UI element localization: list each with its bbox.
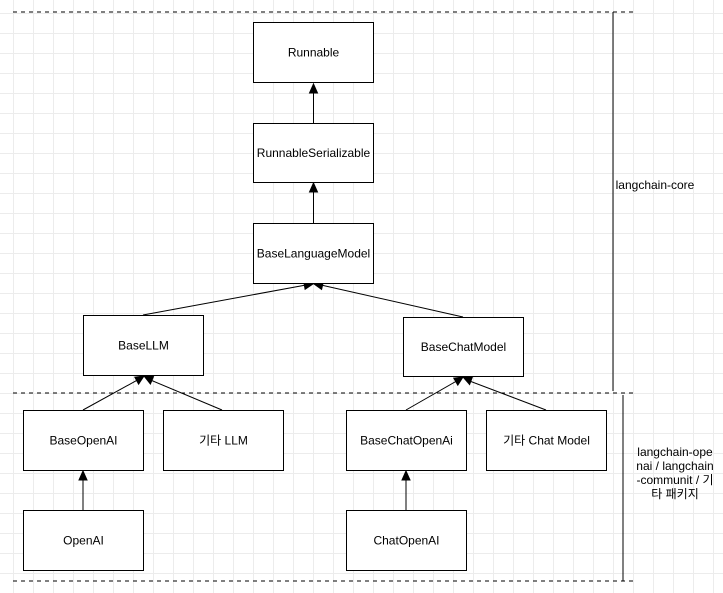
node-other-llm-label: 기타 LLM <box>199 434 248 448</box>
edge-openai-to-baseopenai <box>78 469 88 510</box>
node-base-chat-model-label: BaseChatModel <box>421 340 506 354</box>
node-base-llm: BaseLLM <box>83 315 204 376</box>
edge-basechatopenai-to-basechatmodel <box>405 376 464 411</box>
node-chat-openai: ChatOpenAI <box>346 510 467 571</box>
edge-baselanguagemodel-to-runnableserializable <box>308 181 319 223</box>
node-base-chat-openai-label: BaseChatOpenAi <box>360 434 453 448</box>
node-base-chat-model: BaseChatModel <box>403 317 524 377</box>
section-label-core: langchain-core <box>615 178 695 192</box>
node-runnable: Runnable <box>253 22 374 83</box>
edge-baseopenai-to-basellm <box>82 375 146 411</box>
node-base-language-model-label: BaseLanguageModel <box>257 247 370 261</box>
edge-otherllm-to-basellm <box>142 375 223 411</box>
node-base-language-model: BaseLanguageModel <box>253 223 374 284</box>
node-other-chat-model: 기타 Chat Model <box>486 410 607 471</box>
node-base-chat-openai: BaseChatOpenAi <box>346 410 467 471</box>
node-chat-openai-label: ChatOpenAI <box>373 534 439 548</box>
node-base-openai: BaseOpenAI <box>23 410 144 471</box>
node-other-llm: 기타 LLM <box>163 410 284 471</box>
section-label-packages: langchain-openai / langchain-communit / … <box>636 445 714 501</box>
edge-chatopenai-to-basechatopenai <box>401 469 411 510</box>
node-other-chat-model-label: 기타 Chat Model <box>503 434 590 448</box>
edge-runnableserializable-to-runnable <box>308 82 319 123</box>
node-runnable-serializable-label: RunnableSerializable <box>257 146 371 160</box>
node-runnable-serializable: RunnableSerializable <box>253 123 374 183</box>
node-base-openai-label: BaseOpenAI <box>49 434 117 448</box>
node-openai: OpenAI <box>23 510 144 571</box>
node-base-llm-label: BaseLLM <box>118 339 169 353</box>
edge-basechatmodel-to-baselanguagemodel <box>312 280 464 318</box>
node-openai-label: OpenAI <box>63 534 104 548</box>
node-runnable-label: Runnable <box>288 46 340 60</box>
edge-basellm-to-baselanguagemodel <box>142 280 315 316</box>
